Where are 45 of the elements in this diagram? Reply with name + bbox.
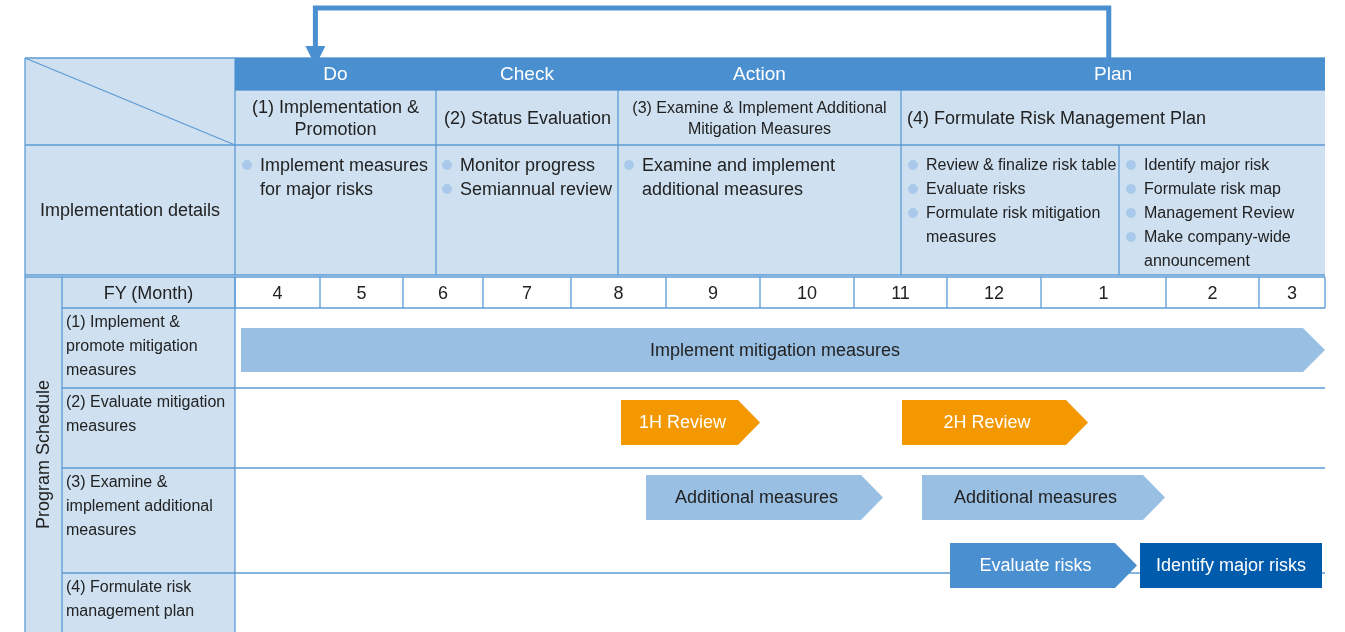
- column-heading: (4) Formulate Risk Management Plan: [906, 106, 1208, 130]
- bullet-item: Identify major risk: [1124, 153, 1270, 177]
- phase-header: Plan: [901, 58, 1325, 90]
- row-heading: (4) Formulate risk management plan: [66, 577, 196, 621]
- month-number: 4: [271, 281, 284, 305]
- month-number: 10: [796, 281, 818, 305]
- column-heading: (1) Implementation & Promotion: [250, 95, 421, 141]
- month-number: 1: [1097, 281, 1110, 305]
- month-number: 2: [1206, 281, 1219, 305]
- row-heading: (3) Examine & implement additional measures: [66, 472, 214, 540]
- timeline-bar: 1H Review: [621, 400, 760, 445]
- month-number: 12: [983, 281, 1005, 305]
- bullet-item: Management Review: [1124, 201, 1295, 225]
- timeline-bar: Additional measures: [922, 475, 1165, 520]
- bullet-item: Implement measures for major risks: [240, 153, 432, 201]
- bullet-item: Make company-wide announcement: [1124, 225, 1324, 273]
- timeline-bar: Identify major risks: [1140, 543, 1322, 588]
- bullet-item: Formulate risk map: [1124, 177, 1281, 201]
- timeline-bar: Implement mitigation measures: [241, 328, 1325, 372]
- bullet-item: Monitor progress: [440, 153, 596, 177]
- timeline-bar: Evaluate risks: [950, 543, 1137, 588]
- phase-header: Action: [618, 58, 901, 90]
- row-heading: (2) Evaluate mitigation measures: [66, 392, 227, 436]
- bullet-item: Review & finalize risk table: [906, 153, 1117, 177]
- column-heading: (2) Status Evaluation: [443, 106, 613, 130]
- month-number: 11: [890, 281, 911, 305]
- row-heading: FY (Month): [102, 281, 195, 305]
- phase-header: Check: [436, 58, 618, 90]
- timeline-bar: Additional measures: [646, 475, 883, 520]
- bullet-item: Formulate risk mitigation measures: [906, 201, 1118, 249]
- month-number: 3: [1286, 281, 1298, 305]
- column-heading: (3) Examine & Implement Additional Mitigation Measures: [631, 97, 888, 139]
- month-number: 6: [437, 281, 449, 305]
- month-number: 5: [355, 281, 368, 305]
- bullet-item: Examine and implement additional measures: [622, 153, 898, 201]
- row-heading: (1) Implement & promote mitigation measures: [66, 312, 199, 380]
- phase-header: Do: [235, 58, 436, 90]
- month-number: 8: [612, 281, 625, 305]
- month-number: 9: [707, 281, 719, 305]
- month-number: 7: [521, 281, 533, 305]
- row-heading: Implementation details: [38, 199, 222, 222]
- section-heading: Program Schedule: [32, 378, 54, 532]
- bullet-item: Evaluate risks: [906, 177, 1026, 201]
- timeline-bar: 2H Review: [902, 400, 1088, 445]
- bullet-item: Semiannual review: [440, 177, 613, 201]
